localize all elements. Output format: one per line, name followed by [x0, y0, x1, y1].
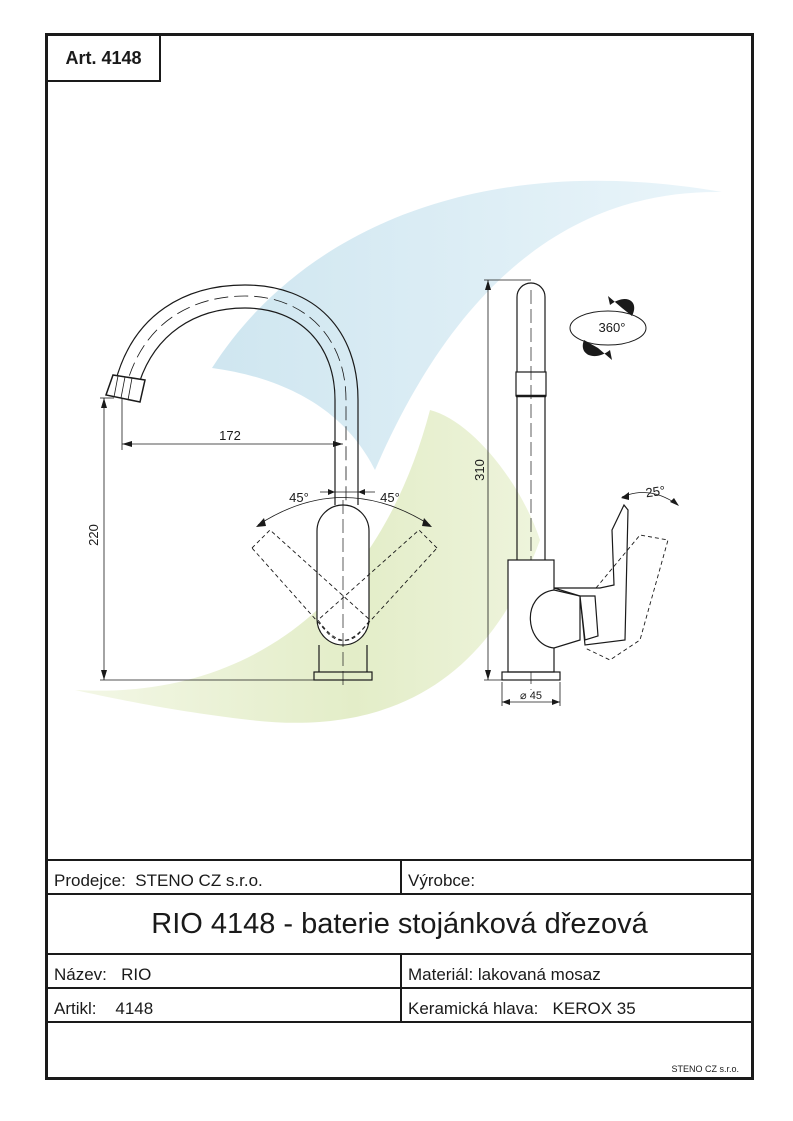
row-name: Název: RIO Materiál: lakovaná mosaz — [48, 953, 751, 987]
article-label: Artikl: 4148 — [54, 999, 154, 1018]
title-block: Prodejce: STENO CZ s.r.o. Výrobce: RIO 4… — [48, 859, 751, 1077]
manufacturer-label: Výrobce: — [400, 861, 751, 893]
name-label: Název: RIO — [54, 965, 152, 984]
product-title: RIO 4148 - baterie stojánková dřezová — [151, 907, 648, 940]
seller-label: Prodejce: STENO CZ s.r.o. — [54, 871, 263, 890]
row-footer: STENO CZ s.r.o. — [48, 1021, 751, 1077]
row-article: Artikl: 4148 Keramická hlava: KEROX 35 — [48, 987, 751, 1021]
cartridge-label: Keramická hlava: KEROX 35 — [400, 989, 751, 1021]
row-title: RIO 4148 - baterie stojánková dřezová — [48, 893, 751, 953]
material-label: Materiál: lakovaná mosaz — [400, 955, 751, 987]
row-seller: Prodejce: STENO CZ s.r.o. Výrobce: — [48, 859, 751, 893]
footer-brand: STENO CZ s.r.o. — [671, 1064, 739, 1074]
article-badge: Art. 4148 — [48, 36, 161, 82]
drawing-sheet: Art. 4148 — [45, 33, 754, 1080]
